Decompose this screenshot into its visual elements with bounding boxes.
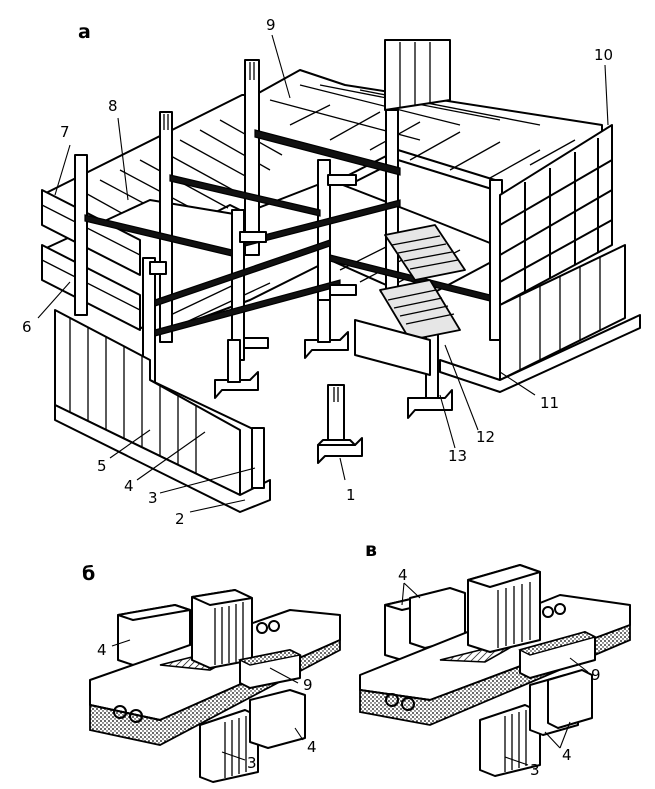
front-wall-joints <box>69 318 197 475</box>
callout-label: 2 <box>175 510 185 528</box>
column-hatch-c <box>497 582 531 648</box>
callout-label: 9 <box>266 16 276 34</box>
glazed-facade <box>499 124 613 306</box>
slab-void-b <box>129 709 143 723</box>
callout-label: 11 <box>540 394 559 412</box>
lower-right-joints <box>519 256 601 370</box>
callout-label: 12 <box>476 428 495 446</box>
callout-label: 7 <box>60 123 70 141</box>
girder-front-b <box>249 689 306 749</box>
column-bottom-hatch-b <box>224 716 247 778</box>
panel-a-title: а <box>78 21 91 43</box>
panel-a-callouts: 1 2 3 4 5 6 7 8 9 10 11 12 13 <box>22 16 613 528</box>
panel-titles: а б в <box>78 21 377 585</box>
panel-c-callouts: 4 9 4 3 <box>398 566 601 779</box>
callout-label: 10 <box>594 46 613 64</box>
callout-label: 13 <box>448 447 467 465</box>
column-bottom-c <box>479 704 541 777</box>
right-base <box>439 314 641 393</box>
slab-void-c <box>385 693 399 707</box>
back-wall-joints <box>399 42 431 108</box>
foundations <box>214 299 453 419</box>
callout-label: 3 <box>247 754 257 772</box>
slab-void-b <box>113 705 127 719</box>
panel-b-leaders <box>111 639 304 761</box>
callout-label: 4 <box>307 738 317 756</box>
callout-label: 4 <box>97 641 107 659</box>
consoles <box>149 174 357 349</box>
callout-label: 8 <box>108 97 118 115</box>
callout-label: 9 <box>591 666 601 684</box>
callout-label: 6 <box>22 318 32 336</box>
column-hatch-b <box>214 602 244 665</box>
foundation-beam <box>54 404 271 513</box>
panel-b-joint <box>89 589 341 783</box>
callout-label: 1 <box>346 486 356 504</box>
standalone-column <box>317 384 363 464</box>
column-bottom-b <box>199 709 259 783</box>
panel-b-callouts: 4 9 4 3 <box>97 641 317 772</box>
panel-a-building <box>37 34 641 513</box>
girders <box>84 129 491 337</box>
corner-column <box>251 427 265 489</box>
callout-label: 9 <box>303 676 313 694</box>
end-wall-lower <box>41 244 141 331</box>
callout-label: 5 <box>97 457 107 475</box>
panel-c-joint <box>359 564 631 777</box>
callout-label: 3 <box>530 761 540 779</box>
callout-label: 3 <box>148 489 158 507</box>
slab-void-c <box>401 697 415 711</box>
panel-c-leaders <box>401 582 589 766</box>
panel-c-title: в <box>365 539 377 561</box>
column-slots <box>163 62 255 130</box>
girder-back-face-b <box>117 604 191 621</box>
facade-grid <box>499 138 613 292</box>
column-bottom-hatch-c <box>504 710 527 772</box>
callout-label: 4 <box>398 566 408 584</box>
panel-a-leaders <box>37 34 609 513</box>
lower-right-wall <box>499 244 626 381</box>
callout-label: 4 <box>124 477 134 495</box>
back-wall <box>384 39 451 111</box>
staircase <box>354 224 466 376</box>
callout-label: 4 <box>562 746 572 764</box>
panel-b-title: б <box>82 563 95 585</box>
